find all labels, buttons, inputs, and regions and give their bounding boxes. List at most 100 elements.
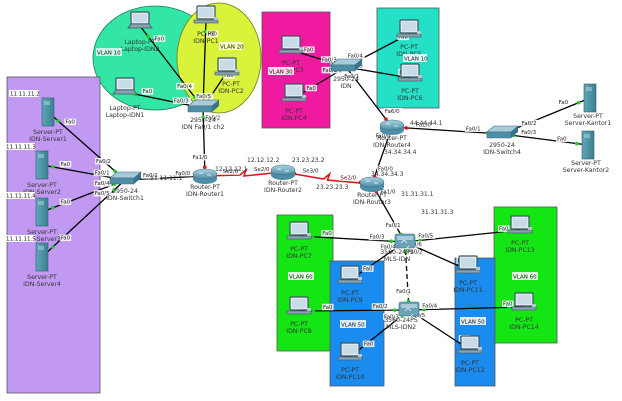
port-label-bg bbox=[305, 84, 317, 92]
port-label: Fa0 bbox=[306, 86, 316, 92]
ethernet-cable[interactable] bbox=[47, 111, 126, 181]
port-label: Fa0/2 bbox=[373, 304, 388, 310]
device-model: PC-PT bbox=[341, 290, 359, 297]
device-name: IDN-PC2 bbox=[218, 88, 244, 95]
device-model: PC-PT bbox=[290, 246, 308, 253]
serial-cable[interactable] bbox=[204, 167, 284, 177]
device-name: Laptop-IDN1 bbox=[106, 112, 145, 119]
device-model: PC-PT bbox=[222, 81, 240, 88]
device-name: IDN-PC6 bbox=[397, 95, 423, 102]
port-label: Fa0/4 bbox=[381, 244, 396, 250]
device-model: Server-PT bbox=[573, 113, 603, 120]
serial-cable[interactable] bbox=[282, 171, 373, 185]
device-name: IDN-PC7 bbox=[286, 253, 312, 260]
port-label-bg bbox=[59, 161, 72, 168]
port-label: Fa0/5 bbox=[95, 191, 110, 197]
port-label: Fa0/1 bbox=[466, 126, 481, 132]
port-label-bg bbox=[195, 93, 214, 100]
port-label-bg bbox=[383, 313, 402, 320]
ip-label: 31.31.31.3 bbox=[421, 209, 454, 216]
server-icon bbox=[41, 97, 55, 127]
ethernet-cable[interactable] bbox=[501, 133, 589, 146]
device-model: 2950-24 bbox=[190, 117, 216, 124]
device-model: PC-PT bbox=[461, 360, 479, 367]
device-model: PC-PT bbox=[197, 31, 215, 38]
port-label-bg bbox=[421, 302, 440, 309]
port-label: Fa0/0 bbox=[378, 167, 393, 173]
port-label-bg bbox=[221, 168, 240, 175]
pc-icon bbox=[397, 63, 423, 82]
port-label: Fa0/0 bbox=[376, 134, 391, 140]
ethernet-cable[interactable] bbox=[391, 126, 503, 135]
ethernet-cable[interactable] bbox=[371, 183, 406, 243]
pc-icon bbox=[455, 255, 481, 274]
port-label: Fa0/2 bbox=[522, 121, 537, 127]
port-label: Fa0/1 bbox=[95, 171, 110, 177]
device-model: Router-PT bbox=[357, 192, 387, 199]
switch-icon bbox=[109, 171, 142, 185]
port-label-bg bbox=[321, 230, 333, 237]
ethernet-cable[interactable] bbox=[139, 25, 204, 109]
ethernet-cable[interactable] bbox=[298, 309, 410, 312]
ethernet-cable[interactable] bbox=[408, 306, 525, 311]
router-icon bbox=[379, 119, 405, 135]
ethernet-cable[interactable] bbox=[404, 229, 521, 243]
ethernet-cable[interactable] bbox=[404, 241, 410, 311]
pc-icon bbox=[214, 57, 240, 76]
ethernet-cable[interactable] bbox=[202, 107, 206, 177]
port-status-dot bbox=[50, 206, 55, 210]
laptop-icon bbox=[112, 77, 138, 95]
device-model: 2950-24 bbox=[112, 188, 138, 195]
svg-text:11.11.11.4: 11.11.11.4 bbox=[6, 194, 36, 200]
device-name: IDN-PC14 bbox=[509, 324, 538, 331]
port-label: Fa0/4 bbox=[177, 84, 192, 90]
ip-label: 11.11.11.1 bbox=[150, 175, 183, 182]
port-label-bg bbox=[141, 88, 154, 95]
device-name: IDN-Router2 bbox=[264, 187, 302, 194]
port-status-dot bbox=[404, 126, 409, 130]
ethernet-cable[interactable] bbox=[298, 235, 406, 243]
